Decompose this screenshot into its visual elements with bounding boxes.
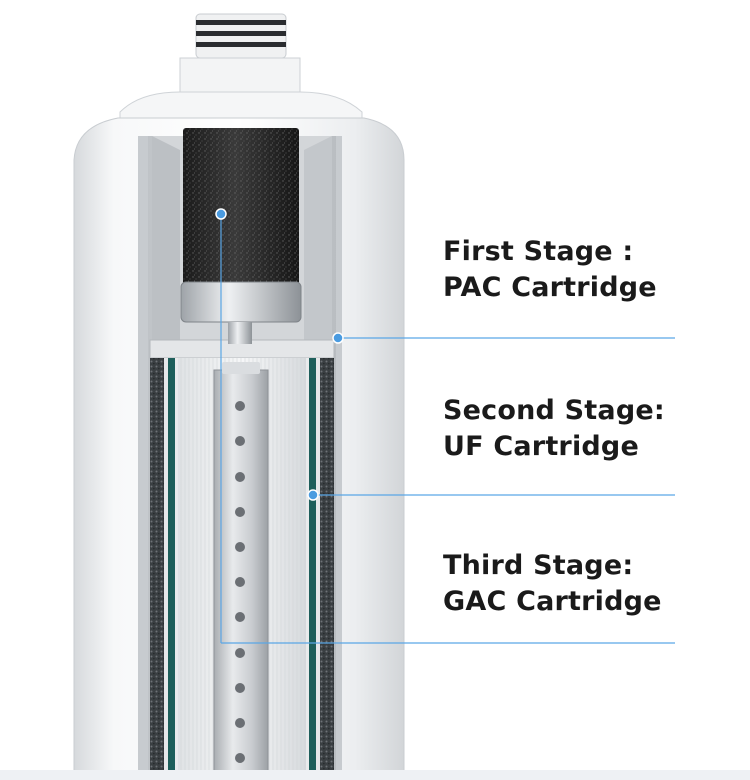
first-stage-title: First Stage :	[443, 234, 743, 270]
second-stage-title: Second Stage:	[443, 393, 743, 429]
second-stage-name: UF Cartridge	[443, 429, 743, 465]
filter-neck	[120, 14, 362, 126]
pac-carbon-block	[181, 128, 301, 344]
bottom-strip	[0, 770, 750, 780]
third-stage-name: GAC Cartridge	[443, 584, 743, 620]
lower-cartridge-stack	[150, 358, 334, 780]
third-stage-label: Third Stage: GAC Cartridge	[443, 548, 743, 620]
first-stage-name: PAC Cartridge	[443, 270, 743, 306]
third-stage-title: Third Stage:	[443, 548, 743, 584]
second-stage-label: Second Stage: UF Cartridge	[443, 393, 743, 465]
first-stage-label: First Stage : PAC Cartridge	[443, 234, 743, 306]
